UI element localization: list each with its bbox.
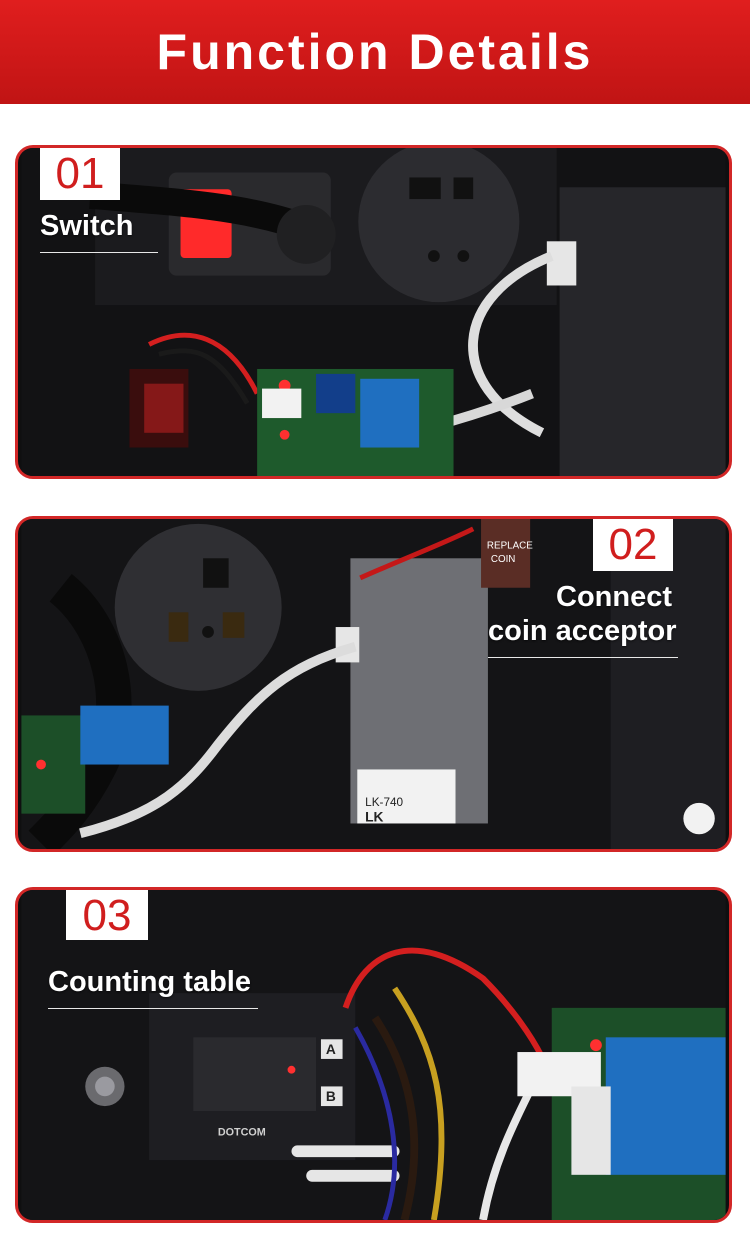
section-counting-table-panel: A B DOTCOM 03 Counting table	[15, 887, 732, 1223]
label-underline	[40, 252, 158, 253]
svg-text:B: B	[326, 1089, 336, 1104]
label-underline	[48, 1008, 258, 1009]
header-banner: Function Details	[0, 0, 750, 104]
counting-table-photo: A B DOTCOM	[21, 890, 726, 1220]
coin-acceptor-photo: LK-740 LK REPLACE COIN	[21, 519, 726, 849]
switch-photo	[21, 148, 726, 476]
section-number-01: 01	[40, 148, 120, 200]
svg-text:REPLACE: REPLACE	[487, 540, 533, 551]
section-label-connect: Connect	[556, 581, 672, 613]
section-coin-acceptor-panel: LK-740 LK REPLACE COIN 02 Connect coin a…	[15, 516, 732, 852]
section-label-switch: Switch	[40, 210, 134, 242]
section-switch-panel: 01 Switch	[15, 145, 732, 479]
page-title: Function Details	[156, 24, 594, 80]
section-number-02: 02	[593, 519, 673, 571]
section-label-coin-acceptor: coin acceptor	[488, 615, 677, 647]
section-label-counting-table: Counting table	[48, 966, 251, 998]
svg-text:A: A	[326, 1042, 336, 1057]
svg-text:LK: LK	[365, 810, 383, 825]
label-underline	[488, 657, 678, 658]
svg-text:DOTCOM: DOTCOM	[218, 1127, 266, 1139]
section-number-03: 03	[66, 890, 148, 940]
svg-text:COIN: COIN	[491, 554, 516, 565]
svg-text:LK-740: LK-740	[365, 796, 403, 809]
